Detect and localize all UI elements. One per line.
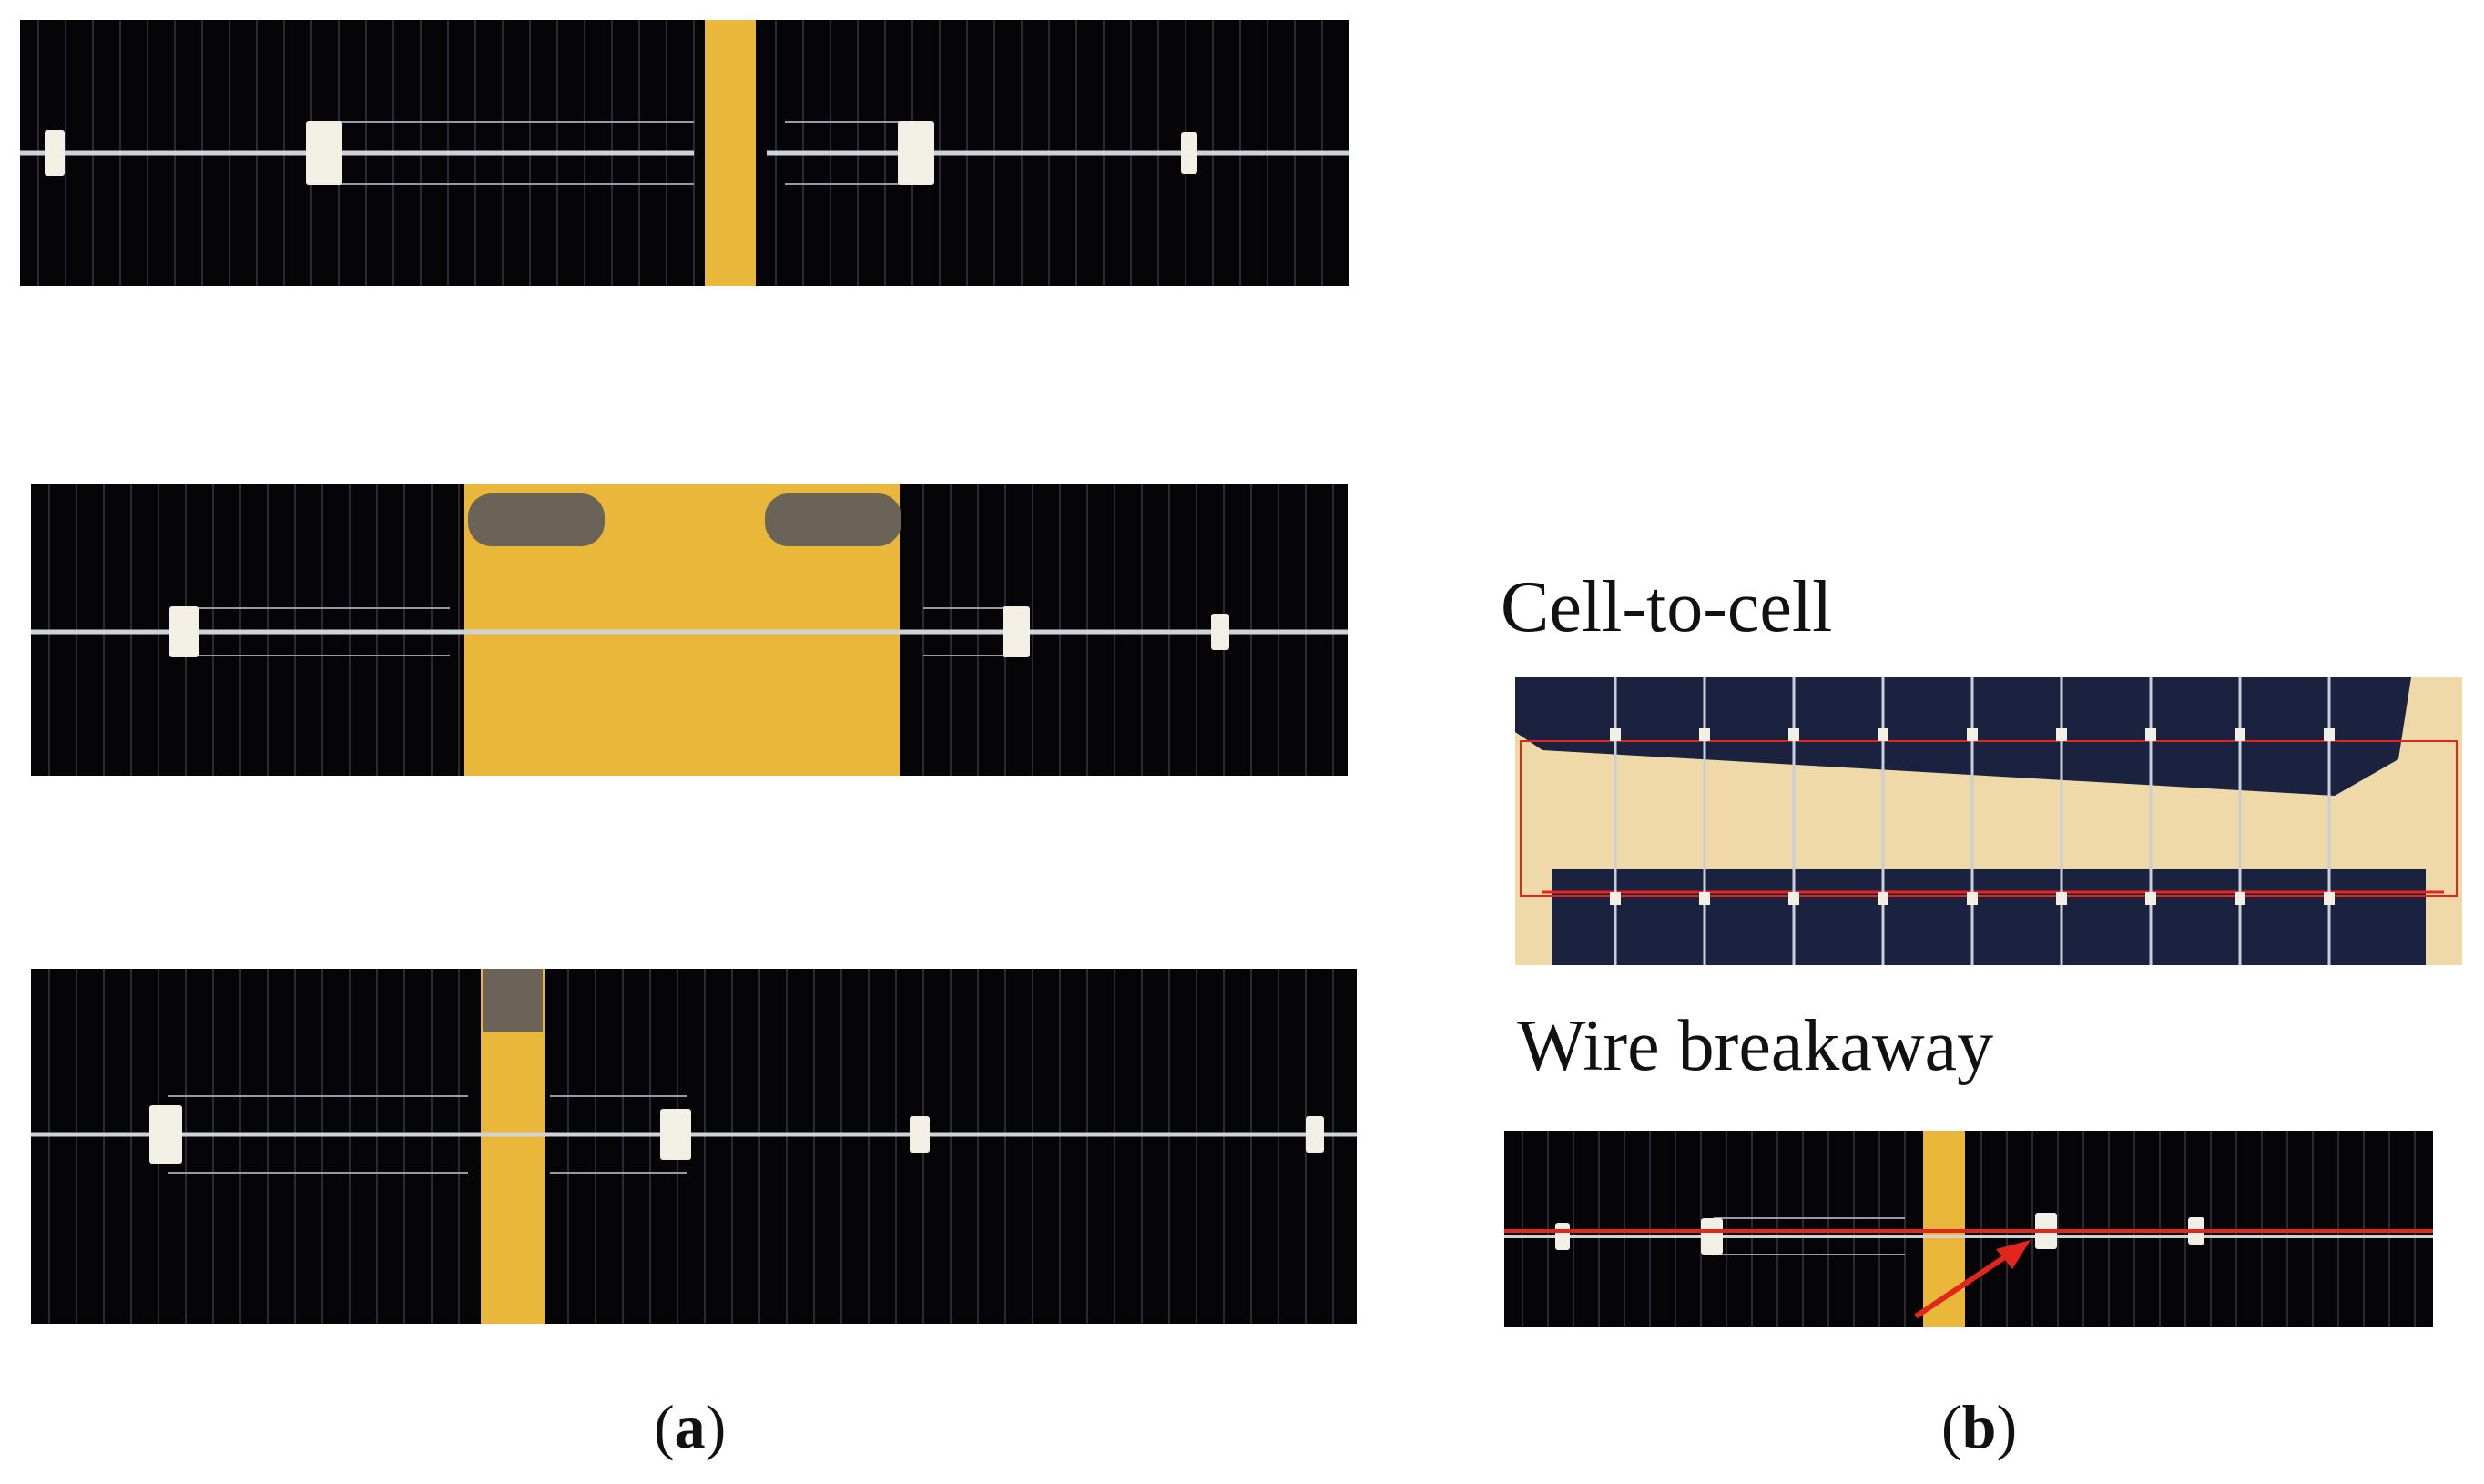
caption-b-letter: b [1961, 1392, 1997, 1461]
photo-drawing [31, 484, 1348, 776]
solder-pad [45, 130, 65, 176]
solder-pad [660, 1109, 691, 1160]
strip-image-2 [31, 484, 1348, 776]
wire-pad [1699, 728, 1710, 741]
wire-pad [2324, 728, 2335, 741]
solder-pad [1701, 1218, 1723, 1255]
wire-pad [2145, 728, 2156, 741]
wire-pad [1788, 892, 1799, 905]
wire-pad [2145, 892, 2156, 905]
wire-pad [1967, 892, 1978, 905]
tab-slot [483, 969, 543, 1032]
strip-image-3 [31, 969, 1357, 1324]
wire-pad [1610, 728, 1621, 741]
strip-image-1 [20, 20, 1349, 286]
solder-pad [1003, 606, 1030, 657]
wire-pad [1788, 728, 1799, 741]
caption-a-letter: a [674, 1392, 706, 1461]
wire-pad [1967, 728, 1978, 741]
photo-drawing [20, 20, 1349, 286]
photo-drawing [1515, 677, 2458, 965]
wire-pad [2235, 892, 2245, 905]
caption-b: (b) [1941, 1391, 2017, 1463]
tab-slot [468, 493, 605, 546]
cell-to-cell-label: Cell-to-cell [1501, 567, 1833, 647]
solder-pad [1306, 1116, 1324, 1153]
wire-pad [1610, 892, 1621, 905]
pad-outline [785, 121, 912, 185]
wire-pad [1699, 892, 1710, 905]
caption-b-open: ( [1941, 1392, 1962, 1461]
arrow-head [1996, 1240, 2031, 1269]
inspection-box [1520, 740, 2458, 897]
caption-a: (a) [654, 1391, 726, 1463]
arrow-shaft [1914, 1248, 2016, 1319]
pad-outline [177, 607, 450, 656]
wire-pad [1878, 892, 1888, 905]
wire-pad [1878, 728, 1888, 741]
pad-outline [923, 607, 1014, 656]
solder-pad [1181, 132, 1197, 174]
wire-pad [2324, 892, 2335, 905]
caption-a-open: ( [654, 1392, 675, 1461]
wire-pad [2056, 728, 2067, 741]
cell-lower [1552, 869, 2426, 965]
wire-breakaway-label: Wire breakaway [1517, 1006, 1994, 1086]
solder-pad [1555, 1223, 1570, 1250]
photo-drawing [1504, 1131, 2433, 1327]
pad-outline [1714, 1217, 1905, 1255]
pad-outline [550, 1095, 687, 1174]
cell-upper [1515, 677, 2411, 796]
solder-pad [1211, 614, 1229, 650]
solder-pad [169, 606, 199, 657]
tab-slot [765, 493, 901, 546]
solder-pad [149, 1105, 182, 1164]
wire-pad [2056, 892, 2067, 905]
pad-outline [168, 1095, 468, 1174]
caption-a-close: ) [705, 1392, 727, 1461]
caption-b-close: ) [1996, 1392, 2018, 1461]
pad-outline [330, 121, 694, 185]
wire-pad [2235, 728, 2245, 741]
cell-to-cell-image [1515, 677, 2462, 965]
ribbon-strip [705, 20, 756, 286]
solder-pad [898, 121, 934, 185]
solder-pad [910, 1116, 930, 1153]
solder-pad [306, 121, 342, 185]
photo-drawing [31, 969, 1357, 1324]
wire-breakaway-image [1504, 1131, 2433, 1327]
